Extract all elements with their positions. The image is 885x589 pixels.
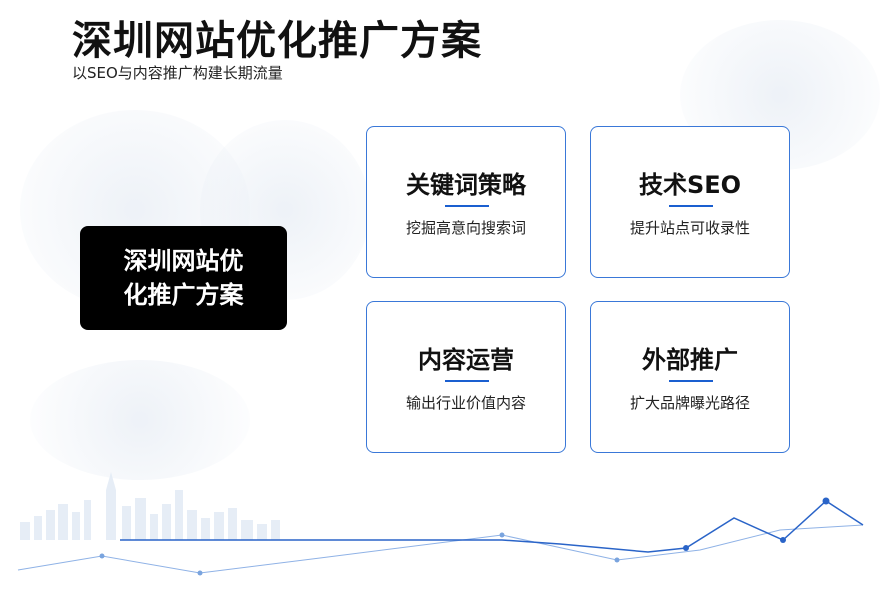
card-title: 技术SEO [638,171,742,199]
card-title: 外部推广 [642,346,738,374]
card-technical-seo: 技术SEO 提升站点可收录性 [590,126,790,278]
card-description: 扩大品牌曝光路径 [629,394,750,412]
card-underline [445,380,489,382]
card-underline [669,380,713,382]
card-description: 输出行业价值内容 [405,394,526,412]
card-underline [445,205,489,207]
card-description: 挖掘高意向搜索词 [405,219,526,237]
center-topic-line-1: 深圳网站优 [123,247,244,275]
card-description: 提升站点可收录性 [629,219,750,237]
trend-point [99,553,105,559]
page-title: 深圳网站优化推广方案 [72,18,482,64]
trend-point [614,557,620,563]
trend-point [499,532,505,538]
trend-point [683,545,689,551]
card-external-promotion: 外部推广 扩大品牌曝光路径 [590,301,790,453]
center-topic-box: 深圳网站优 化推广方案 [80,226,287,330]
center-topic-line-2: 化推广方案 [123,281,244,309]
card-content-operation: 内容运营 输出行业价值内容 [366,301,566,453]
city-skyline-illustration [20,472,280,540]
card-keyword-strategy: 关键词策略 挖掘高意向搜索词 [366,126,566,278]
trend-point [197,570,203,576]
decorative-skyline-and-trend-line [17,472,864,576]
card-underline [669,205,713,207]
center-topic-text: 深圳网站优 化推广方案 [109,244,259,312]
card-title: 内容运营 [418,346,514,374]
card-title: 关键词策略 [406,171,526,199]
trend-point [822,497,830,505]
background-blot [30,360,250,480]
page-subtitle: 以SEO与内容推广构建长期流量 [72,64,283,82]
trend-line-blue [120,500,864,553]
trend-point [780,537,786,543]
